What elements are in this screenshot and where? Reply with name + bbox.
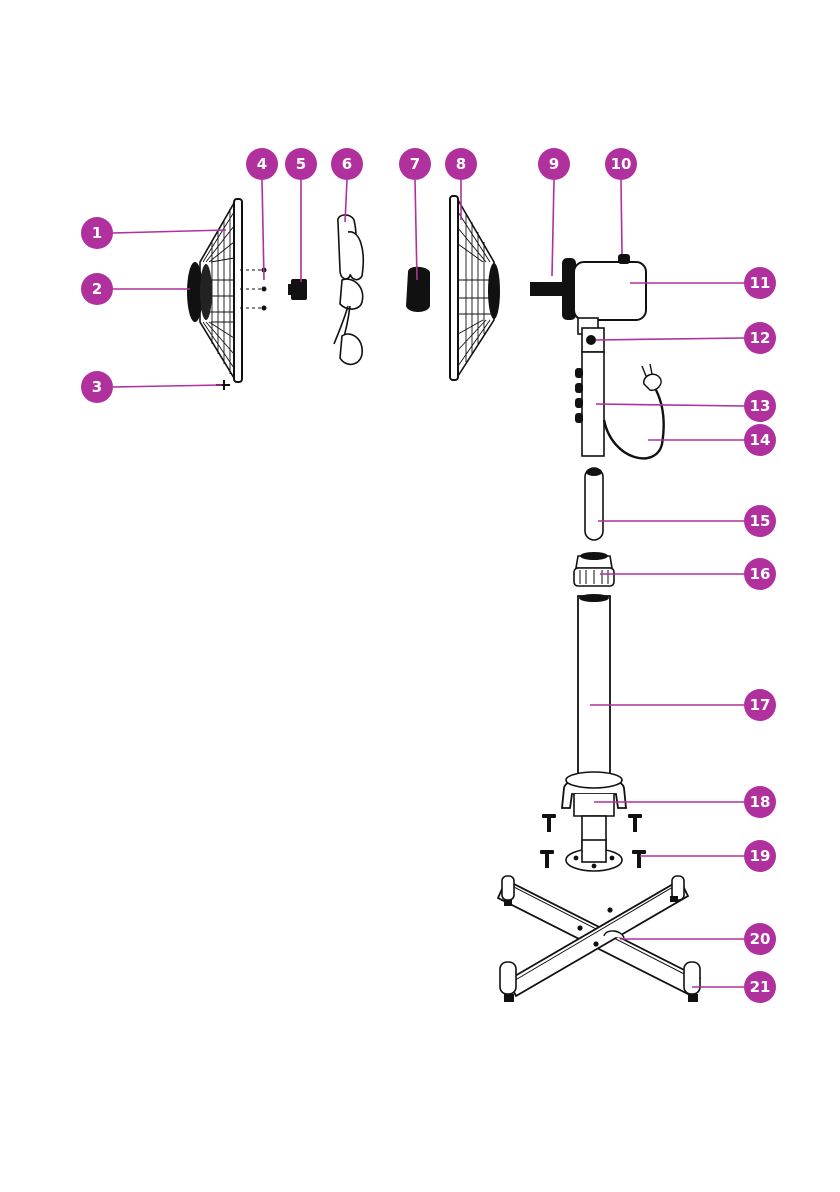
- callout-21: 21: [692, 971, 776, 1003]
- callout-leader-line: [113, 385, 222, 387]
- power-cord: [604, 364, 664, 458]
- outer-pole: [578, 594, 610, 778]
- fan-artwork: [187, 196, 700, 1002]
- callout-number: 17: [750, 696, 771, 714]
- callout-1: 1: [81, 217, 226, 249]
- callout-number: 11: [750, 274, 771, 292]
- callout-4: 4: [246, 148, 278, 280]
- callout-number: 15: [750, 512, 771, 530]
- callout-leader-line: [596, 404, 744, 406]
- callout-15: 15: [598, 505, 776, 537]
- callout-number: 8: [456, 155, 466, 173]
- callout-19: 19: [640, 840, 776, 872]
- callout-2: 2: [81, 273, 190, 305]
- callout-17: 17: [590, 689, 776, 721]
- callout-16: 16: [600, 558, 776, 590]
- callout-10: 10: [605, 148, 637, 254]
- callout-number: 3: [92, 378, 102, 396]
- base-cover: [562, 772, 626, 850]
- callout-number: 1: [92, 224, 102, 242]
- callout-leader-line: [621, 180, 622, 254]
- callout-number: 4: [257, 155, 267, 173]
- callout-number: 12: [750, 329, 771, 347]
- callout-number: 6: [342, 155, 352, 173]
- callout-number: 10: [611, 155, 632, 173]
- callout-number: 20: [750, 930, 771, 948]
- lock-nut: [574, 552, 614, 586]
- callout-leader-line: [262, 180, 264, 280]
- callout-9: 9: [538, 148, 570, 276]
- callout-number: 7: [410, 155, 420, 173]
- callout-3: 3: [81, 371, 222, 403]
- base-plate: [566, 840, 622, 871]
- callout-number: 19: [750, 847, 771, 865]
- callout-number: 21: [750, 978, 771, 996]
- callout-14: 14: [648, 424, 776, 456]
- callout-number: 14: [750, 431, 771, 449]
- blade-nut: [288, 279, 307, 300]
- callout-number: 16: [750, 565, 771, 583]
- rear-guard: [450, 196, 500, 380]
- fan-blade: [334, 215, 363, 364]
- callout-leader-line: [552, 180, 554, 276]
- callout-5: 5: [285, 148, 317, 282]
- inner-pole: [585, 468, 603, 540]
- callout-number: 9: [549, 155, 559, 173]
- callout-leader-line: [596, 338, 744, 340]
- callout-number: 18: [750, 793, 771, 811]
- callout-12: 12: [596, 322, 776, 354]
- spinner: [406, 267, 430, 312]
- screws: [240, 268, 267, 311]
- callout-11: 11: [630, 267, 776, 299]
- callout-7: 7: [399, 148, 431, 280]
- callout-13: 13: [596, 390, 776, 422]
- callout-leader-line: [415, 180, 417, 280]
- callout-number: 13: [750, 397, 771, 415]
- callout-number: 2: [92, 280, 102, 298]
- callout-6: 6: [331, 148, 363, 222]
- callout-number: 5: [296, 155, 306, 173]
- callout-leader-line: [113, 230, 226, 233]
- tilt-bracket: [578, 318, 604, 352]
- motor-housing: [530, 254, 646, 320]
